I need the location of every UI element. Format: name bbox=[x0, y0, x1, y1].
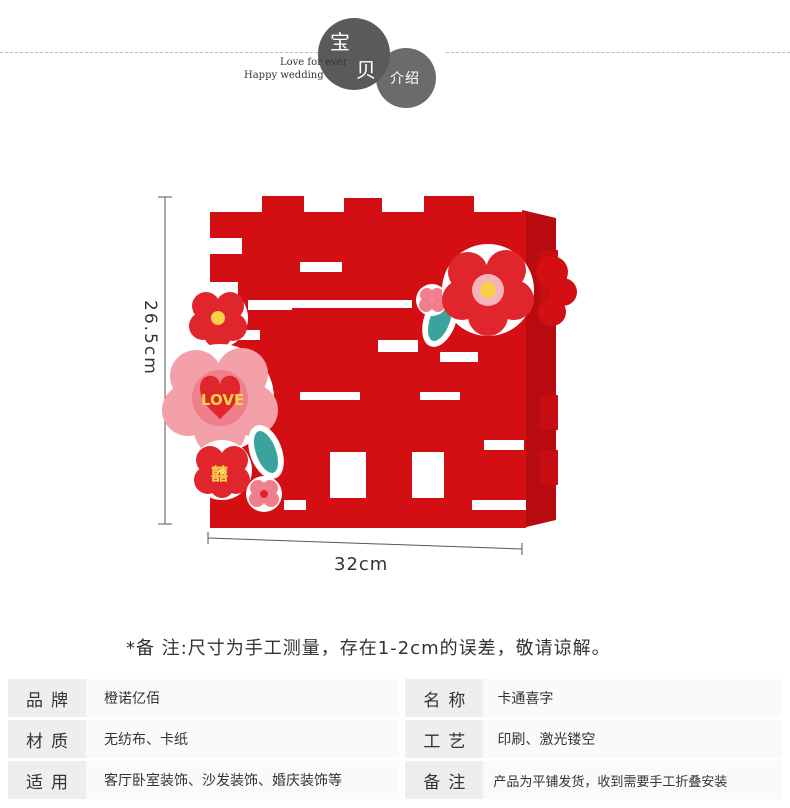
flower-cluster-left bbox=[162, 288, 284, 512]
spec-value: 产品为平铺发货，收到需要手工折叠安装 bbox=[483, 759, 782, 802]
spec-value: 印刷、激光镂空 bbox=[483, 718, 782, 761]
header-circle-label: 介绍 bbox=[390, 71, 420, 87]
table-row: 品牌 橙诺亿佰 名称 卡通喜字 bbox=[8, 679, 782, 720]
xi-badge-text: 囍 bbox=[211, 465, 228, 485]
spec-value: 客厅卧室装饰、沙发装饰、婚庆装饰等 bbox=[86, 759, 400, 802]
header-divider-right bbox=[446, 52, 790, 53]
height-dimension-line bbox=[158, 196, 172, 525]
spec-key: 品牌 bbox=[8, 679, 86, 720]
height-label-wrap: 26.5cm bbox=[134, 300, 164, 410]
header-circle-char-1: 宝 bbox=[330, 30, 350, 54]
header-circle-char-2: 贝 bbox=[356, 58, 376, 82]
product-illustration: LOVE 囍 bbox=[158, 196, 577, 555]
table-row: 适用 客厅卧室装饰、沙发装饰、婚庆装饰等 备注 产品为平铺发货，收到需要手工折叠… bbox=[8, 759, 782, 802]
spec-key: 名称 bbox=[405, 679, 484, 720]
spec-key: 材质 bbox=[8, 718, 86, 761]
header-circle-baby: 宝 贝 bbox=[318, 18, 390, 90]
spec-key: 适用 bbox=[8, 759, 86, 802]
header-divider-left bbox=[0, 52, 318, 53]
spec-value: 卡通喜字 bbox=[483, 679, 782, 720]
width-dimension-line bbox=[207, 532, 523, 555]
spec-key: 备注 bbox=[405, 759, 484, 802]
spec-gap bbox=[399, 759, 406, 802]
spec-value: 无纺布、卡纸 bbox=[86, 718, 400, 761]
table-row: 材质 无纺布、卡纸 工艺 印刷、激光镂空 bbox=[8, 718, 782, 761]
spec-key: 工艺 bbox=[405, 718, 484, 761]
spec-value: 橙诺亿佰 bbox=[86, 679, 400, 720]
width-label: 32cm bbox=[334, 554, 389, 575]
spec-gap bbox=[399, 718, 406, 761]
spec-table: 品牌 橙诺亿佰 名称 卡通喜字 材质 无纺布、卡纸 工艺 印刷、激光镂空 适用 … bbox=[8, 679, 782, 802]
measurement-note: *备 注:尺寸为手工测量，存在1-2cm的误差，敬请谅解。 bbox=[126, 638, 611, 659]
height-label: 26.5cm bbox=[140, 300, 160, 376]
flower-cluster-right bbox=[416, 244, 534, 347]
spec-gap bbox=[399, 679, 406, 720]
header-tagline-1: Love for ever bbox=[280, 57, 348, 68]
header-tagline-2: Happy wedding bbox=[244, 70, 324, 81]
love-badge-text: LOVE bbox=[201, 391, 244, 409]
